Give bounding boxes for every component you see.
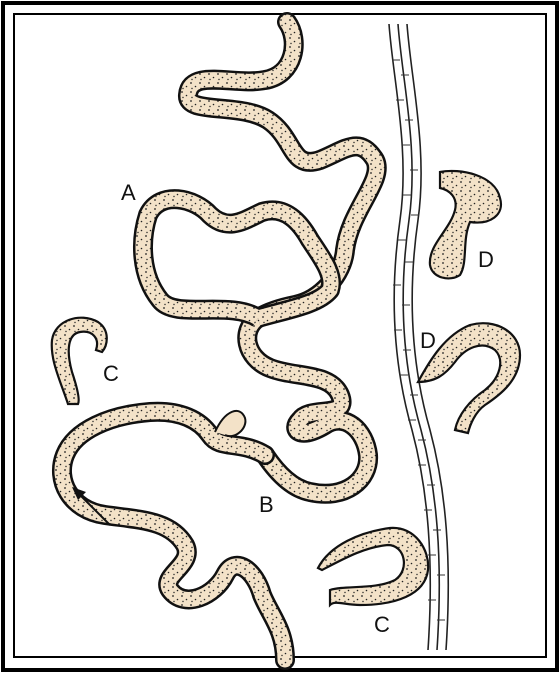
oxbow-lake-c-bottom <box>318 528 428 605</box>
label-c-left: C <box>103 361 119 386</box>
label-d-middle: D <box>420 328 436 353</box>
label-a: A <box>121 180 136 205</box>
label-b: B <box>259 492 274 517</box>
oxbow-lake-c-left <box>52 318 107 404</box>
label-c-bottom: C <box>374 612 390 637</box>
label-d-top: D <box>478 247 494 272</box>
